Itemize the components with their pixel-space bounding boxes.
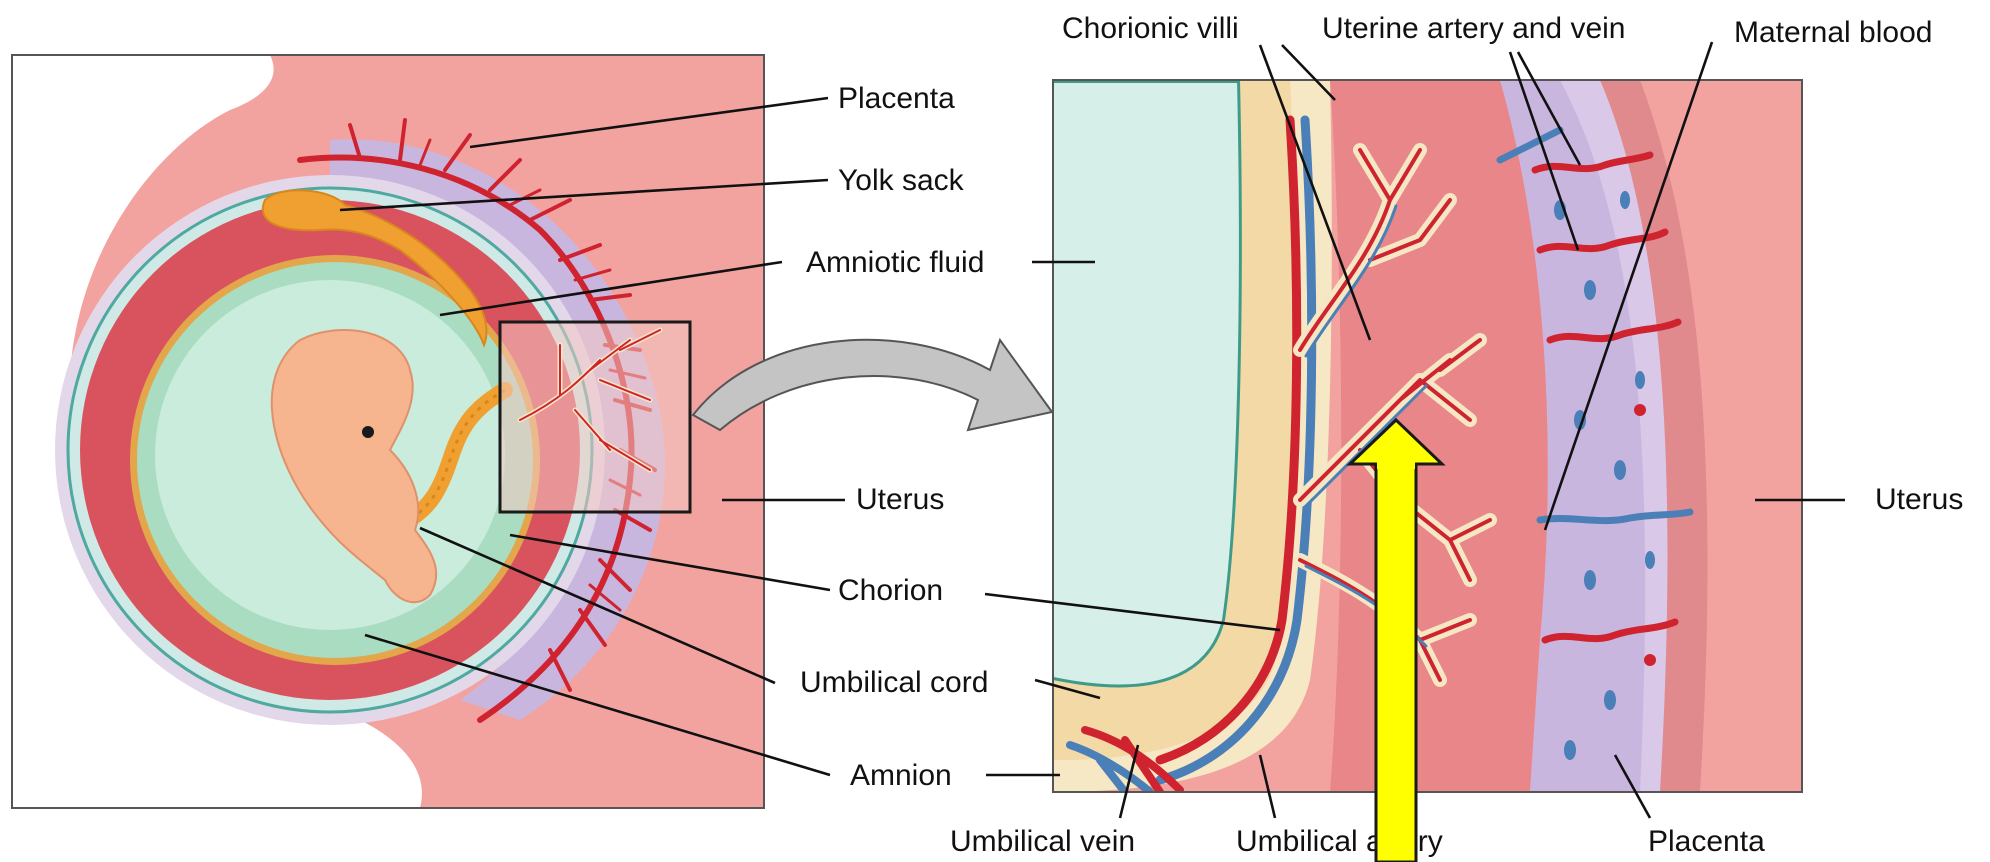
label-umbilical-cord: Umbilical cord [800,666,988,699]
label-amnion: Amnion [850,759,952,792]
label-amniotic-fluid: Amniotic fluid [806,246,984,279]
label-chorionic-villi: Chorionic villi [1062,12,1239,45]
label-yolk-sack: Yolk sack [838,164,965,197]
label-chorion: Chorion [838,574,943,607]
label-uterine-artery-vein: Uterine artery and vein [1322,12,1626,45]
label-placenta: Placenta [838,82,955,115]
amniotic-fluid-zoom [1053,80,1242,688]
label-umbilical-vein: Umbilical vein [950,825,1135,858]
right-panel [1053,80,1802,792]
label-uterus-right: Uterus [1875,483,1963,516]
label-placenta-bottom: Placenta [1648,825,1765,858]
label-uterus-left: Uterus [856,483,944,516]
label-maternal-blood: Maternal blood [1734,16,1932,49]
left-panel [12,55,764,808]
